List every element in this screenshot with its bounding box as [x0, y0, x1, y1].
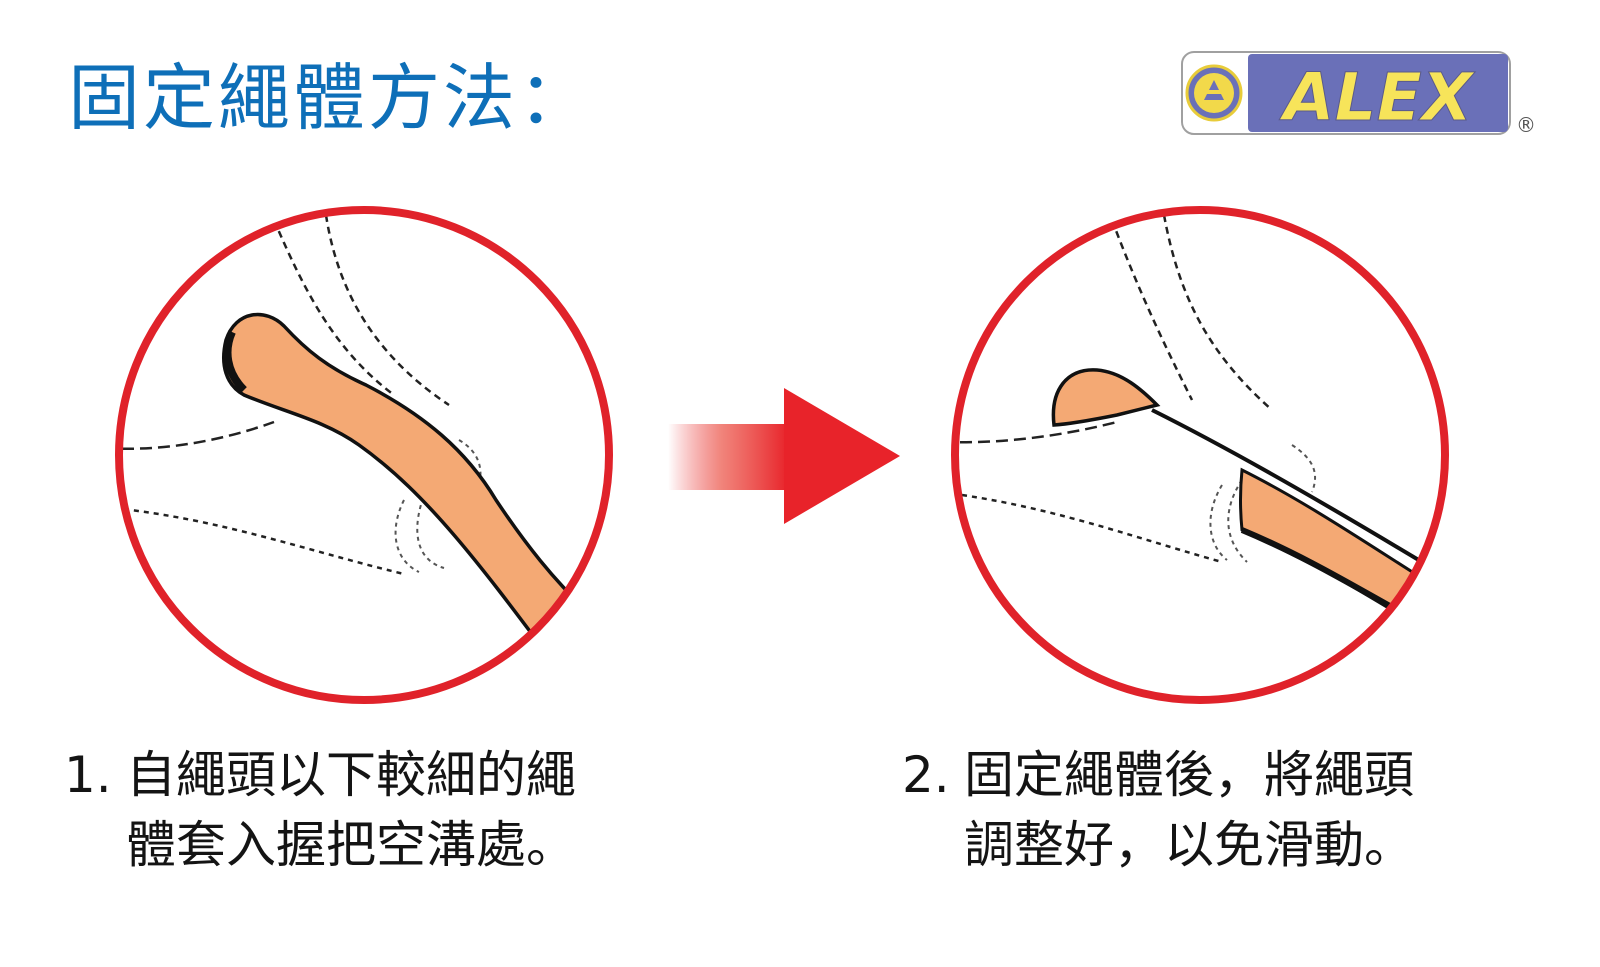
step-1-illustration	[115, 206, 613, 704]
step-1-line-1: 自繩頭以下較細的繩	[126, 746, 576, 804]
step-2-line-2: 調整好，以免滑動。	[964, 816, 1414, 874]
step-1-number: 1.	[64, 746, 112, 804]
page-title: 固定繩體方法：	[68, 56, 594, 140]
step-2-illustration	[951, 206, 1449, 704]
alex-logo: ALEX ®	[1181, 51, 1536, 137]
step-1-caption: 1.自繩頭以下較細的繩體套入握把空溝處。	[64, 740, 576, 880]
step-1-line-2: 體套入握把空溝處。	[126, 816, 576, 874]
registered-mark: ®	[1516, 113, 1536, 137]
rope-head-shape	[1051, 368, 1161, 427]
step-2-number: 2.	[902, 746, 950, 804]
alex-emblem-icon	[1185, 64, 1243, 122]
step-2-caption: 2.固定繩體後，將繩頭調整好，以免滑動。	[902, 740, 1414, 880]
step-2-line-1: 固定繩體後，將繩頭	[964, 746, 1414, 804]
logo-text: ALEX	[1278, 59, 1475, 136]
right-arrow-icon	[668, 388, 900, 524]
zoom-circle	[115, 206, 613, 704]
zoom-circle	[951, 206, 1449, 704]
